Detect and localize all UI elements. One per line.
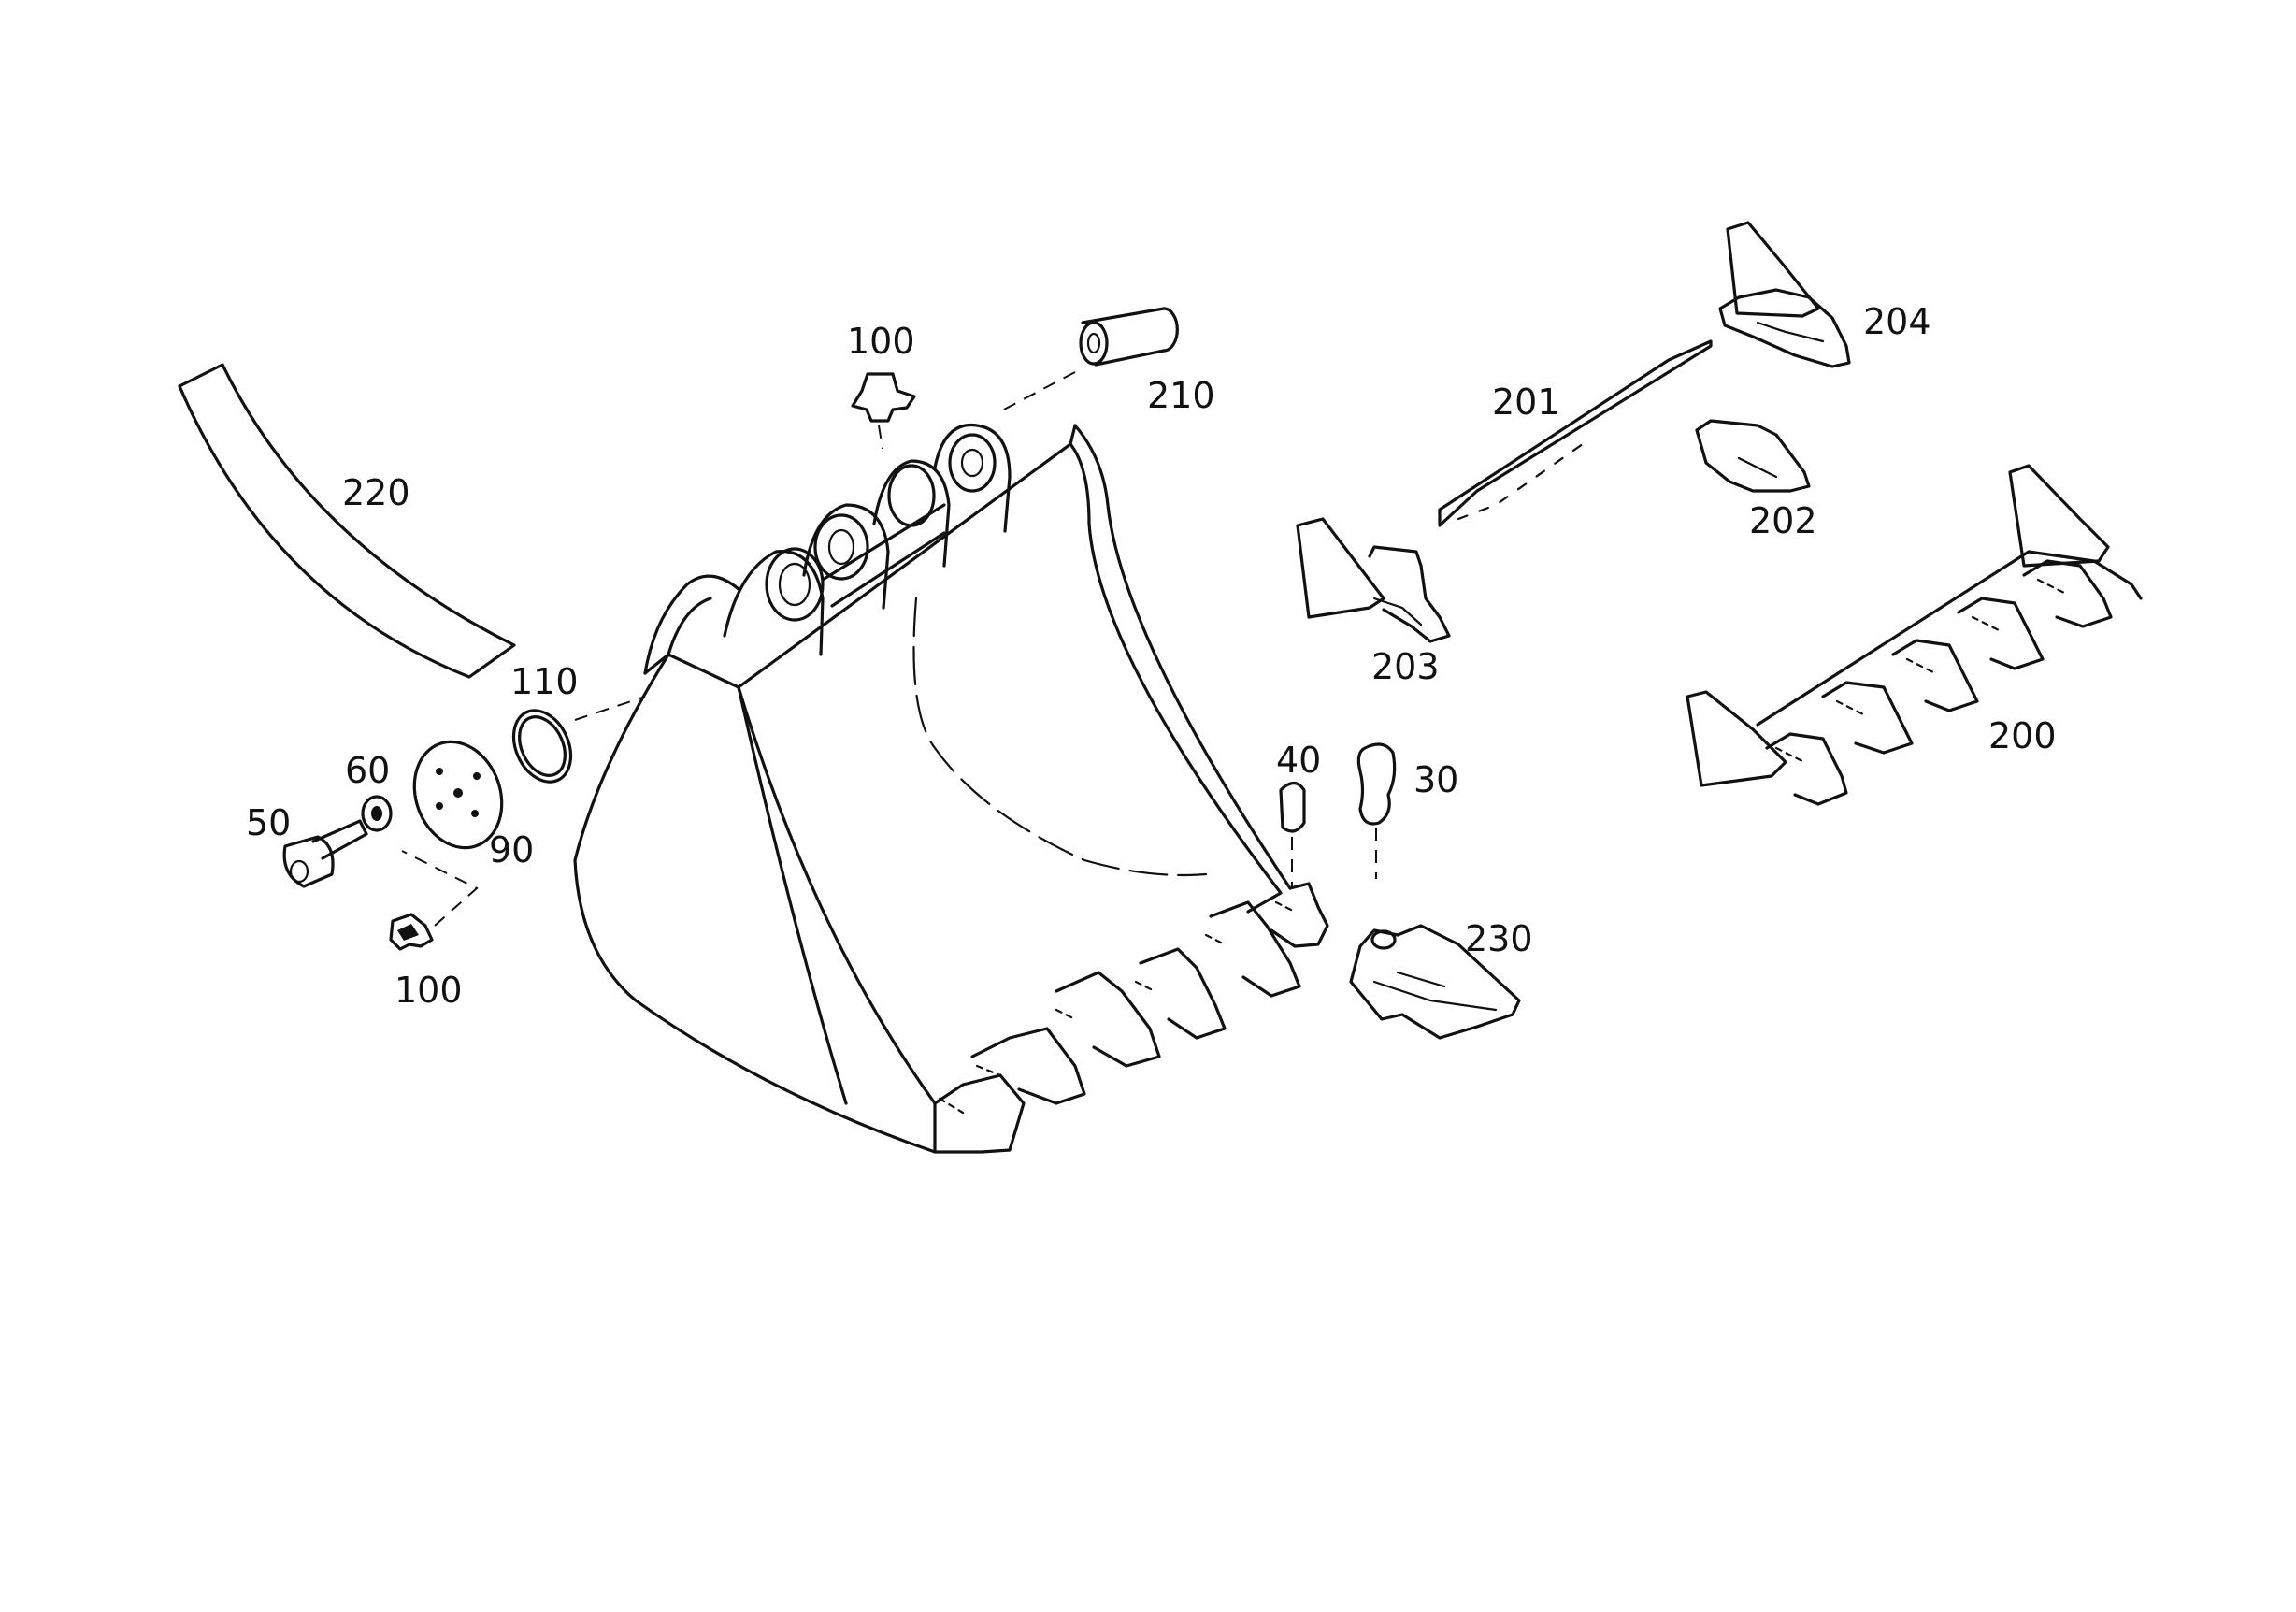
part-40-pin [1279,781,1306,888]
callout-100-top: 100 [847,321,915,362]
callout-202: 202 [1749,500,1817,541]
callout-230: 230 [1465,918,1533,959]
callout-60: 60 [345,750,390,791]
part-90-flange-plate [412,740,504,850]
callout-90: 90 [489,829,534,871]
part-201-cutting-edge [1438,339,1713,527]
part-100-grease-nipple-bottom [389,850,479,951]
part-50-bolt [282,819,368,888]
part-202-adapter [1695,419,1811,493]
callout-220: 220 [342,472,410,513]
callout-210: 210 [1147,375,1215,416]
callout-203: 203 [1371,646,1440,687]
callout-204: 204 [1863,301,1931,342]
bucket-body [573,423,1329,1154]
part-220-wear-strip [178,363,516,679]
part-230-tooth [1349,924,1521,1040]
part-60-washer [361,795,393,832]
callout-201: 201 [1492,381,1560,423]
callout-30: 30 [1413,759,1458,800]
callout-110: 110 [510,661,579,702]
part-30-retainer [1356,742,1397,879]
callout-40: 40 [1276,740,1321,781]
part-110-o-ring [511,696,646,784]
part-203-side-cutter [1296,517,1451,643]
part-100-grease-nipple-top [851,372,916,450]
callout-50: 50 [246,802,291,843]
callout-100-bottom: 100 [395,970,463,1011]
part-200-edge-assembly [1686,464,2143,806]
part-210-bushing [999,307,1179,412]
callout-labels: 50 60 90 100 100 110 210 220 40 30 230 2… [246,301,2057,1011]
callout-200: 200 [1988,715,2057,756]
part-204-side-cutter [1718,221,1851,368]
